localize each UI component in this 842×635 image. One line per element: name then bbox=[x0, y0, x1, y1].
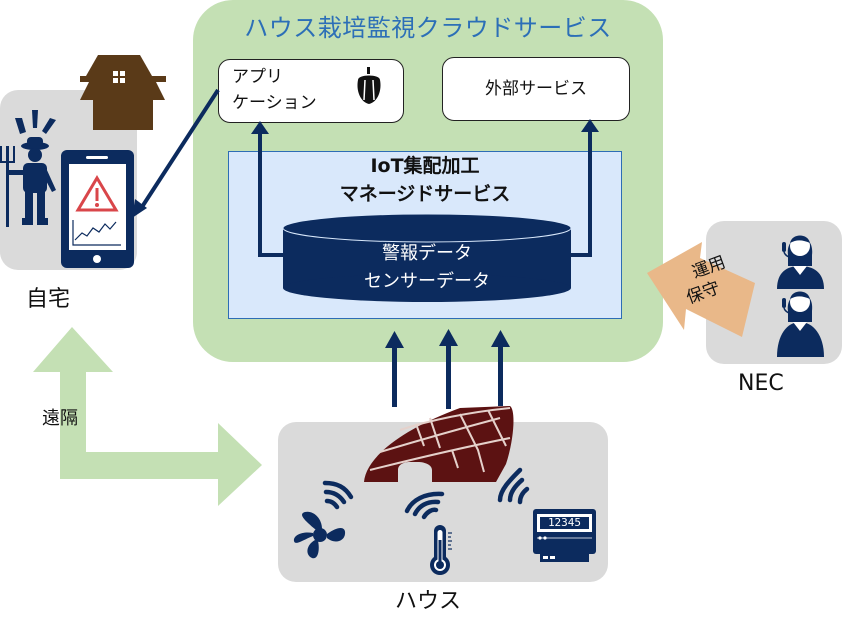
operator-icon-2 bbox=[777, 291, 824, 357]
arrow-head-external bbox=[581, 119, 599, 132]
wifi-icon bbox=[322, 480, 354, 510]
iot-title-line2: マネージドサービス bbox=[339, 183, 511, 205]
application-label: アプリ ケーション bbox=[232, 64, 317, 116]
external-services-label: 外部サービス bbox=[485, 79, 587, 99]
operation-maintenance-arrow bbox=[647, 242, 755, 337]
wifi-icon-3 bbox=[497, 467, 530, 505]
wifi-icon-2 bbox=[404, 491, 445, 520]
application-label-line2: ケーション bbox=[232, 93, 317, 113]
meter-value: 12345 bbox=[547, 516, 582, 529]
arrow-head-phone bbox=[132, 199, 147, 218]
operator-icon bbox=[777, 235, 824, 289]
db-to-app-arrow bbox=[258, 130, 283, 257]
database-label: 警報データ センサーデータ bbox=[283, 240, 571, 296]
database-cylinder bbox=[282, 213, 572, 302]
cloud-service-title: ハウス栽培監視クラウドサービス bbox=[244, 14, 612, 42]
greenhouse-icon bbox=[364, 406, 514, 482]
farmer-icon bbox=[0, 110, 56, 227]
home-label: 自宅 bbox=[26, 287, 71, 312]
meter-icon bbox=[533, 509, 596, 562]
nec-label: NEC bbox=[738, 371, 784, 396]
application-label-line1: アプリ bbox=[232, 67, 283, 87]
database-label-line1: 警報データ bbox=[382, 243, 472, 264]
sensor-upload-arrows bbox=[385, 329, 510, 409]
thermometer-icon bbox=[430, 525, 452, 575]
db-to-external-arrow bbox=[571, 128, 592, 257]
arrow-head-app bbox=[251, 121, 269, 134]
remote-arrow bbox=[33, 327, 262, 506]
smartphone-alert-icon bbox=[61, 150, 134, 268]
greenhouse-label: ハウス bbox=[395, 589, 462, 614]
remote-label: 遠隔 bbox=[42, 408, 78, 429]
iot-managed-service-title: IoT集配加工 マネージドサービス bbox=[228, 152, 622, 208]
fan-icon bbox=[293, 511, 346, 559]
house-icon bbox=[80, 55, 166, 130]
external-services-box[interactable] bbox=[442, 57, 630, 121]
iot-title-line1: IoT集配加工 bbox=[370, 155, 480, 177]
database-label-line2: センサーデータ bbox=[364, 271, 490, 292]
app-to-phone-arrow bbox=[138, 88, 220, 212]
